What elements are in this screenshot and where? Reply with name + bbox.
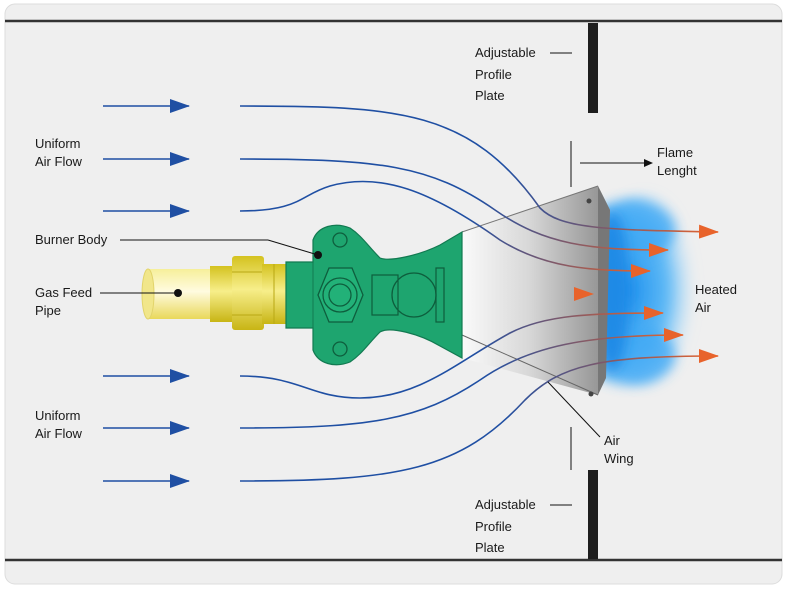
air-wing-label: Air Wing: [604, 433, 634, 466]
air-flow-line: [239, 349, 719, 482]
adjustable-profile-plate-label-bottom: Adjustable Profile Plate: [475, 497, 536, 555]
air-wing-leader: [547, 381, 601, 438]
air-flow-line: [239, 158, 669, 257]
deflected-air-top: [239, 105, 719, 278]
air-flow-line: [239, 105, 719, 239]
air-flow-line: [239, 306, 664, 399]
burner-body: [285, 224, 463, 366]
burner-body-leader: [267, 239, 319, 256]
inlet-air-arrows: [103, 99, 190, 488]
profile-plate-bottom: [588, 470, 598, 559]
gas-feed-pipe-dot: [174, 289, 182, 297]
heated-air-label: Heated Air: [695, 282, 737, 315]
profile-plate-top: [588, 23, 598, 113]
adjustable-profile-plate-label-top: Adjustable Profile Plate: [475, 45, 536, 103]
flame-length-label: Flame Lenght: [657, 145, 697, 178]
uniform-air-flow-label-bottom: Uniform Air Flow: [35, 408, 82, 441]
burner-body-label: Burner Body: [35, 232, 108, 247]
deflected-air-bottom: [239, 306, 719, 482]
uniform-air-flow-label-top: Uniform Air Flow: [35, 136, 82, 169]
air-flow-line: [239, 180, 651, 278]
gas-feed-pipe-label: Gas Feed Pipe: [35, 285, 93, 318]
gas-feed-pipe: [141, 256, 286, 330]
air-flow-line: [239, 328, 684, 429]
burner-body-dot: [314, 251, 322, 259]
leader-lines: [100, 52, 653, 506]
